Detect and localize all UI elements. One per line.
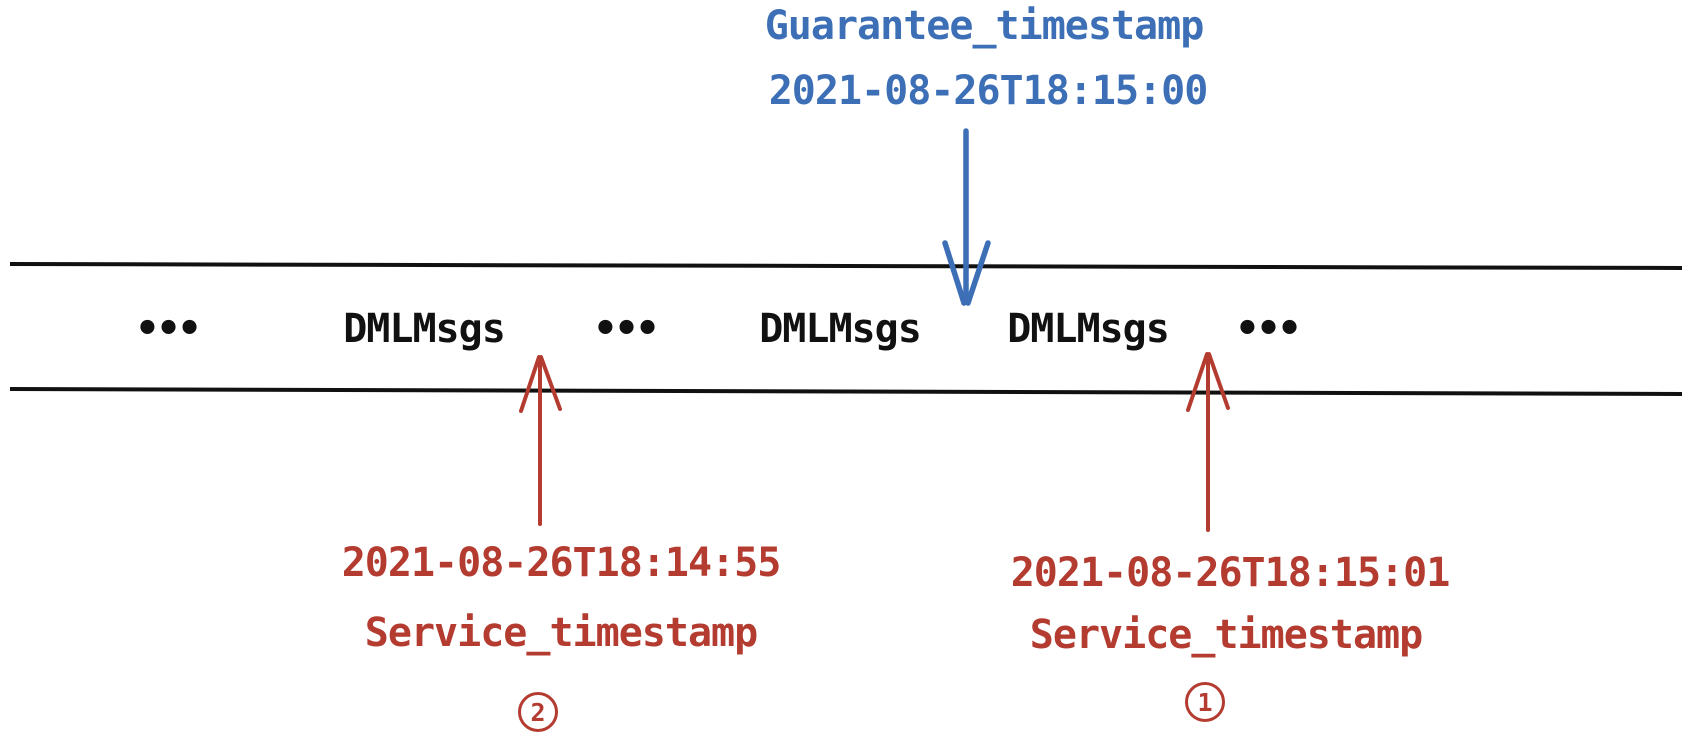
service-timestamp-label-right: Service_timestamp	[1029, 612, 1423, 658]
guarantee-arrow-down-icon	[942, 128, 991, 306]
stream-band-bottom-line	[9, 387, 1683, 396]
callout-number-2: 2	[518, 692, 558, 732]
stream-ellipsis: •••	[593, 306, 659, 352]
guarantee-timestamp-label: Guarantee_timestamp	[764, 3, 1205, 49]
service-arrow-up-left-icon	[519, 355, 562, 526]
guarantee-timestamp-value: 2021-08-26T18:15:00	[768, 68, 1209, 114]
service-timestamp-label-left: Service_timestamp	[364, 610, 758, 656]
stream-ellipsis: •••	[135, 306, 201, 352]
service-timestamp-value-right: 2021-08-26T18:15:01	[1010, 550, 1451, 596]
dml-msgs-label: DMLMsgs	[759, 306, 922, 352]
callout-number-2-digit: 2	[530, 697, 546, 727]
stream-ellipsis: •••	[1235, 306, 1301, 352]
service-timestamp-value-left: 2021-08-26T18:14:55	[341, 540, 782, 586]
stream-band-top-line	[9, 262, 1683, 270]
dml-msgs-label: DMLMsgs	[1007, 306, 1170, 352]
dml-msgs-label: DMLMsgs	[343, 306, 506, 352]
callout-number-1: 1	[1185, 682, 1225, 722]
service-arrow-up-right-icon	[1186, 352, 1230, 532]
callout-number-1-digit: 1	[1197, 687, 1213, 717]
